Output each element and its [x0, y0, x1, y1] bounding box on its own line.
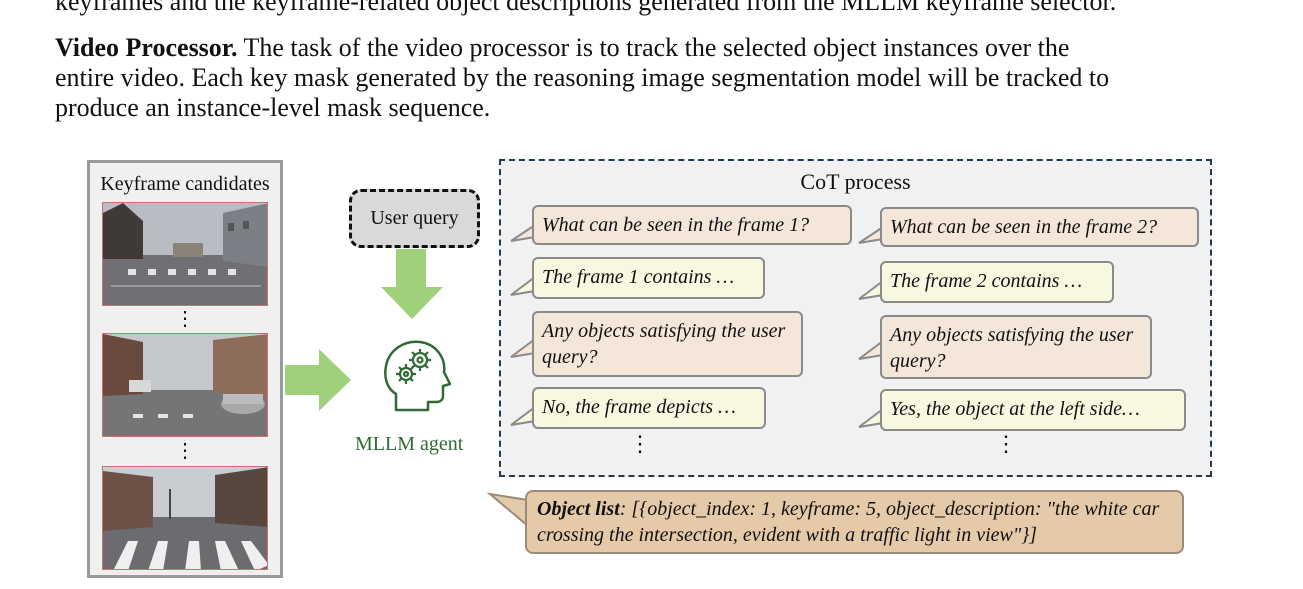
bubble-tail: [486, 492, 529, 529]
object-list-label: Object list: [537, 498, 620, 520]
section-heading: Video Processor.: [55, 33, 238, 62]
vertical-ellipsis: ⋮: [175, 308, 195, 330]
object-list-box: Object list: [{object_index: 1, keyframe…: [525, 490, 1184, 554]
video-processor-paragraph: Video Processor. The task of the video p…: [55, 33, 1110, 122]
mllm-agent-label: MLLM agent: [355, 433, 464, 455]
cot-answer-bubble: The frame 2 contains …: [880, 261, 1114, 303]
vertical-ellipsis: ⋮: [175, 440, 195, 462]
cot-question-bubble: What can be seen in the frame 1?: [532, 205, 852, 245]
brain-gears-head-icon: [384, 340, 452, 412]
vertical-ellipsis: ⋮: [995, 431, 1017, 456]
user-query-box: User query: [349, 189, 480, 248]
keyframe-panel-title: Keyframe candidates: [100, 173, 270, 195]
body-text-line: keyframes and the keyframe-related objec…: [55, 0, 1117, 16]
cot-question-bubble: Any objects satisfying the user query?: [532, 311, 803, 377]
keyframe-thumbnail: [102, 202, 268, 306]
vertical-ellipsis: ⋮: [629, 431, 651, 456]
right-arrow-icon: [285, 349, 351, 411]
cot-answer-bubble: No, the frame depicts …: [532, 387, 766, 429]
cot-question-bubble: Any objects satisfying the user query?: [880, 315, 1152, 379]
keyframe-thumbnail: [102, 333, 268, 437]
object-list-text: : [{object_index: 1, keyframe: 5, object…: [537, 498, 1160, 546]
down-arrow-icon: [381, 249, 443, 319]
cot-answer-bubble: Yes, the object at the left side…: [880, 389, 1186, 431]
keyframe-candidates-panel: Keyframe candidates ⋮ ⋮: [87, 160, 283, 578]
cot-title: CoT process: [800, 169, 911, 194]
keyframe-thumbnail: [102, 466, 268, 570]
cot-question-bubble: What can be seen in the frame 2?: [880, 207, 1199, 247]
cot-process-box: CoT process What can be seen in the fram…: [499, 159, 1212, 477]
cot-answer-bubble: The frame 1 contains …: [532, 257, 765, 299]
